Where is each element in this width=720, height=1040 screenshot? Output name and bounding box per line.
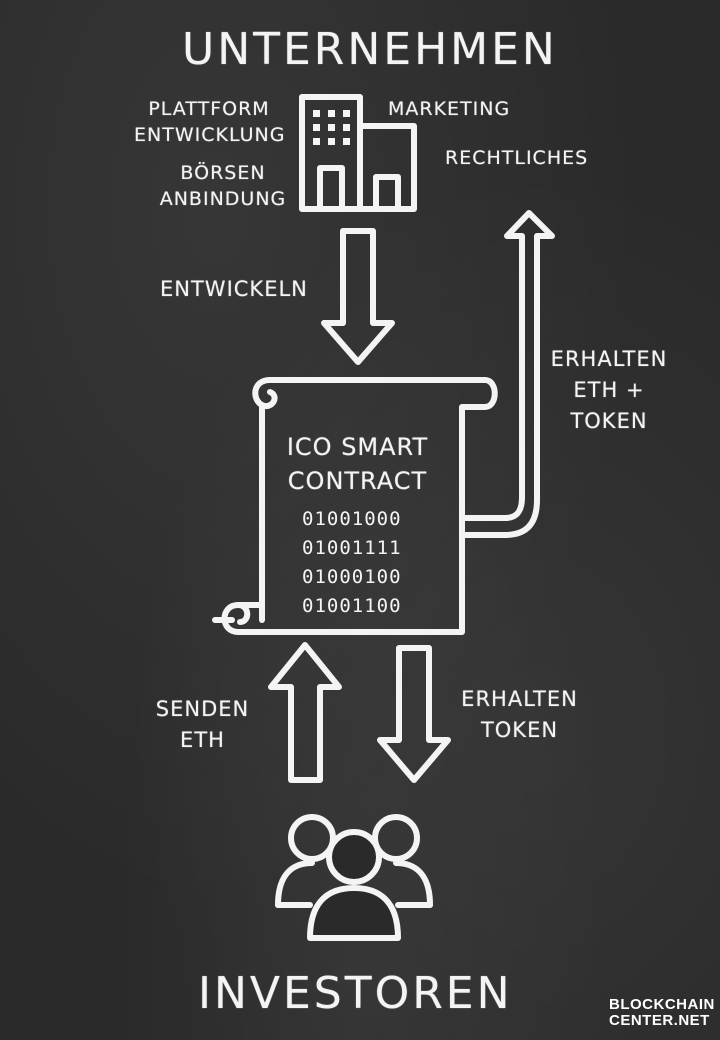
label-plattform-line2: ENTWICKLUNG [134,124,286,146]
label-erhalten-token: ERHALTEN TOKEN [452,684,587,746]
contract-title-line2: CONTRACT [287,467,428,495]
label-erhalten-token-line2: TOKEN [480,718,559,742]
investors-icon [275,814,433,941]
building-windows [313,110,350,145]
label-senden-eth-line2: ETH [180,728,225,752]
contract-title: ICO SMART CONTRACT [270,430,445,498]
develop-arrow-icon [321,228,395,365]
binary-line-3: 01000100 [302,566,402,588]
brand-line2: CENTER.NET [609,1012,710,1029]
label-erhalten-eth-token-line2: ETH + [573,378,645,402]
binary-line-1: 01001000 [302,508,402,530]
label-boersen-line2: ANBINDUNG [159,188,287,210]
label-senden-eth-line1: SENDEN [155,697,250,721]
eth-token-pipe-icon [459,210,555,538]
title-investoren: INVESTOREN [198,968,513,1019]
receive-token-arrow-icon [377,645,451,783]
label-rechtliches: RECHTLICHES [445,147,589,169]
label-erhalten-eth-token-line3: TOKEN [570,409,648,433]
binary-line-4: 01001100 [302,595,402,617]
label-plattform-entwicklung: PLATTFORM ENTWICKLUNG [134,96,284,148]
label-senden-eth: SENDEN ETH [145,694,260,756]
label-entwickeln: ENTWICKELN [160,277,308,301]
binary-line-2: 01001111 [302,537,402,559]
brand-line1: BLOCKCHAIN [609,996,715,1013]
brand-logo: BLOCKCHAIN CENTER.NET [609,997,715,1029]
label-erhalten-token-line1: ERHALTEN [461,687,578,711]
label-boersen-anbindung: BÖRSEN ANBINDUNG [158,160,288,212]
contract-title-line1: ICO SMART [286,433,429,461]
label-marketing: MARKETING [388,98,511,120]
label-boersen-line1: BÖRSEN [180,162,266,184]
label-erhalten-eth-token-line1: ERHALTEN [550,347,668,371]
label-plattform-line1: PLATTFORM [148,98,270,120]
scroll-icon [212,377,498,635]
send-eth-arrow-icon [268,642,342,783]
building-icon [299,94,417,212]
title-unternehmen: UNTERNEHMEN [182,24,558,75]
label-erhalten-eth-token: ERHALTEN ETH + TOKEN [544,344,674,437]
